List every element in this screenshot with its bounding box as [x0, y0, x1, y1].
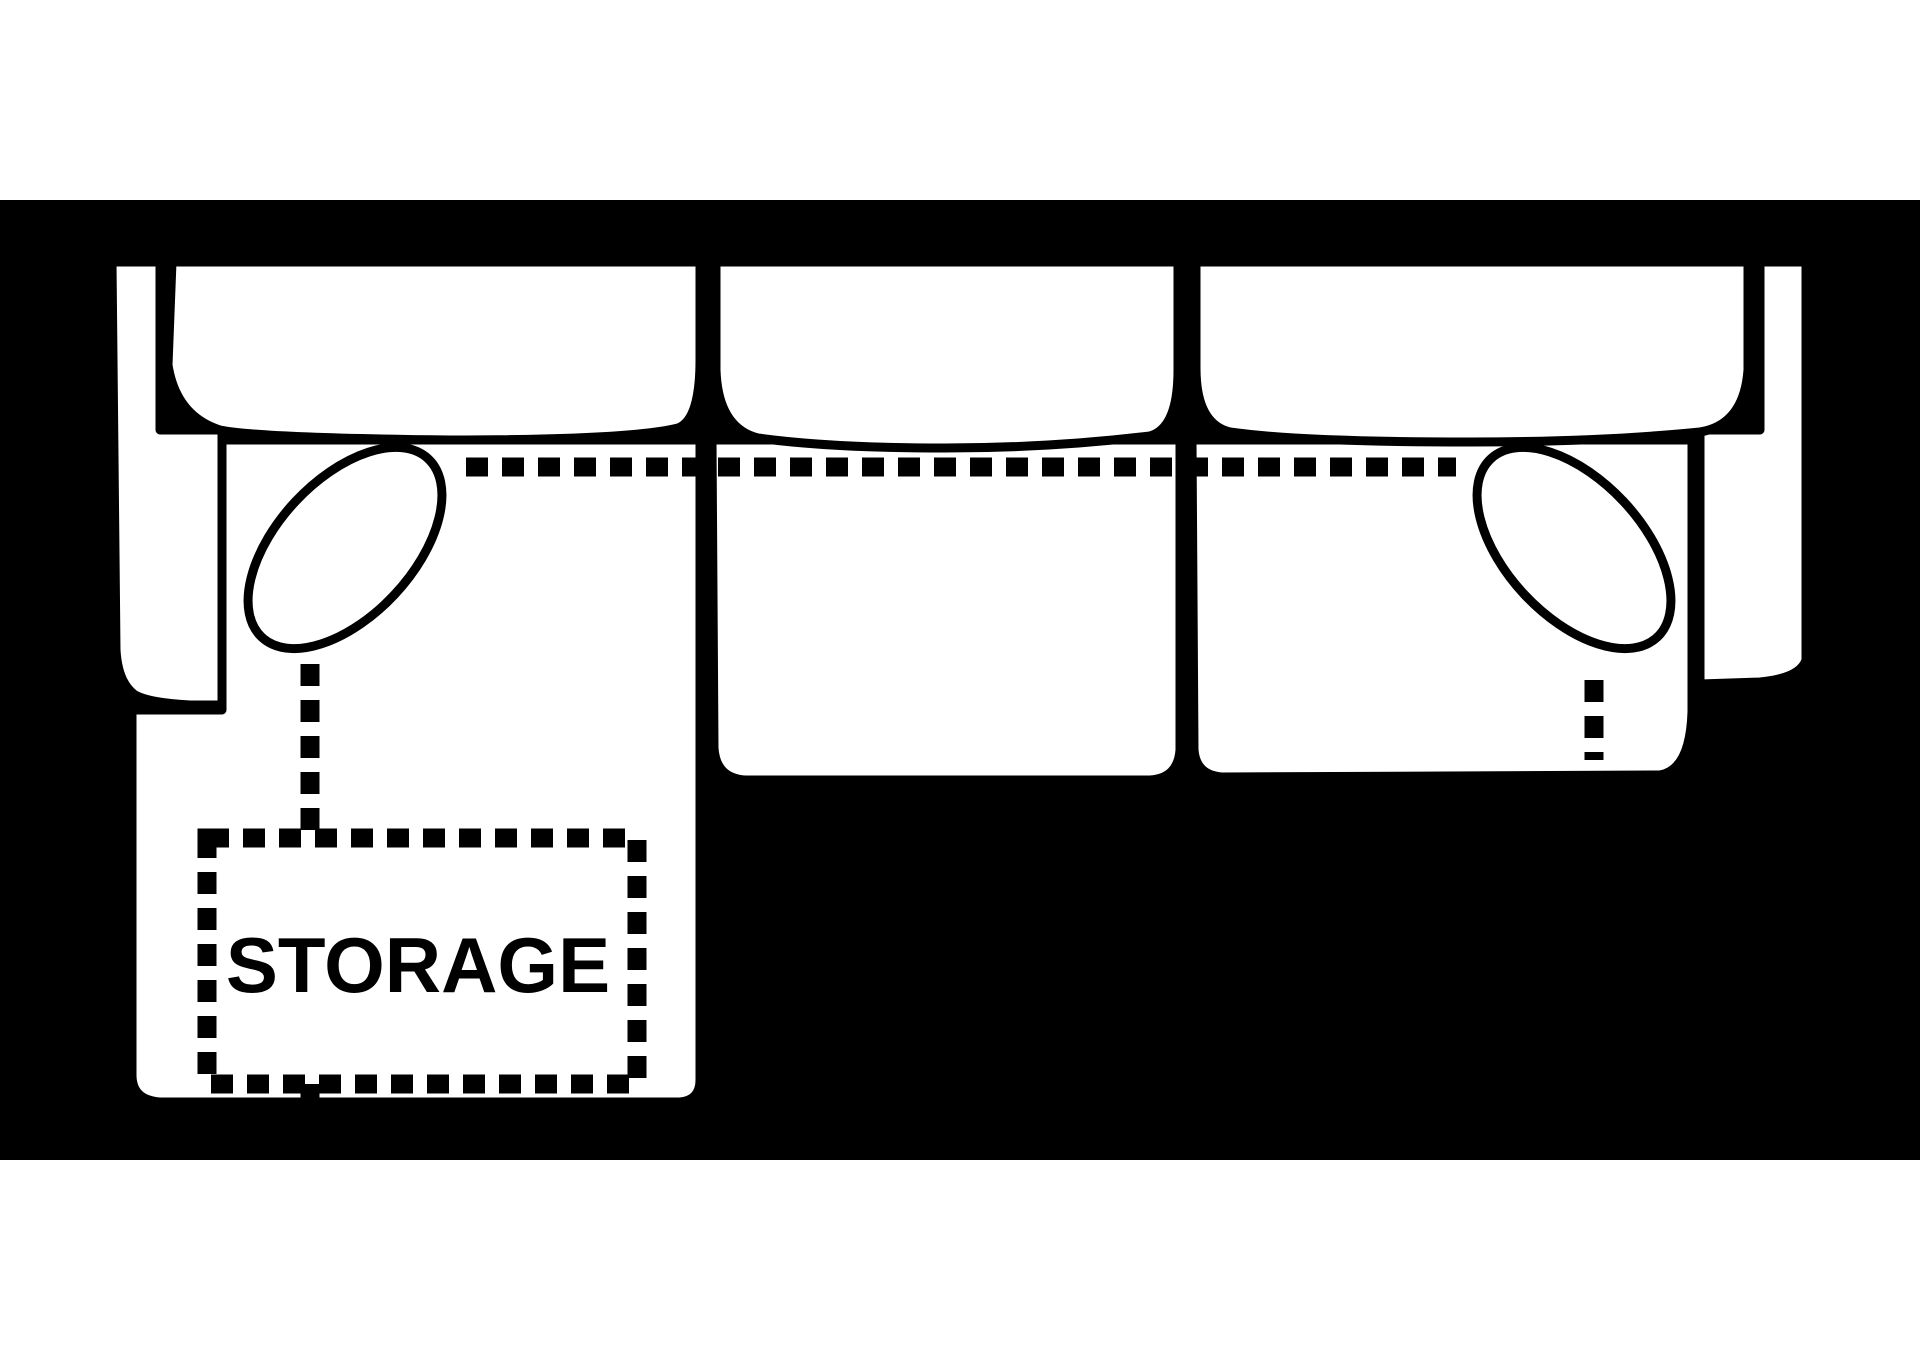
sofa: [107, 257, 1811, 1107]
left-armrest: [107, 257, 227, 710]
back-cushion-left: [163, 257, 705, 445]
pillow-left-icon: [243, 442, 447, 654]
back-cushion-right: [1191, 257, 1753, 447]
pillow-right-icon: [1472, 442, 1676, 654]
right-armrest: [1695, 257, 1811, 689]
storage-box: [197, 828, 647, 1094]
middle-seat: [707, 435, 1185, 785]
storage-label: STORAGE: [226, 921, 610, 1009]
storage-dashes: [197, 457, 1604, 1102]
back-cushion-middle: [711, 257, 1183, 453]
